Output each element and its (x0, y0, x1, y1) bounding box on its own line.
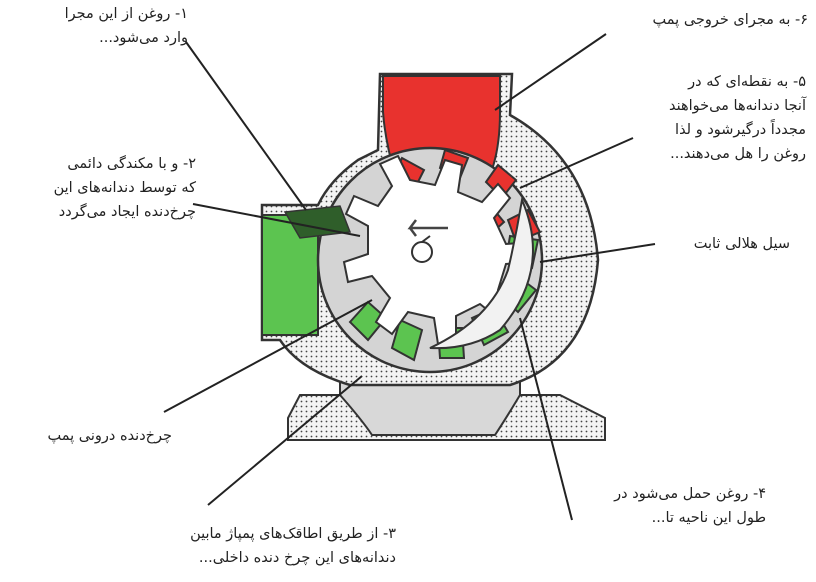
label-3-line-1: ۳- از طریق اطاقک‌های پمپاژ مابین (190, 526, 396, 542)
label-2-line-1: ۲- و با مکندگی دائمی (67, 156, 196, 172)
label-5-line-2: آنجا دندانه‌ها می‌خواهند (668, 98, 806, 114)
label-2-suction: ۲- و با مکندگی دائمی که توسط دندانه‌های … (8, 152, 196, 224)
label-1-inlet: ۱- روغن از این مجرا وارد می‌شود... (40, 2, 188, 50)
label-3-chambers: ۳- از طریق اطاقک‌های پمپاژ مابین دندانه‌… (130, 522, 396, 570)
crescent-seal-label: سیل هلالی ثابت (693, 236, 790, 252)
label-2-line-2: که توسط دندانه‌های این (53, 180, 196, 196)
label-4-line-2: طول این ناحیه تا... (651, 510, 766, 526)
label-4-carried: ۴- روغن حمل می‌شود در طول این ناحیه تا..… (580, 482, 766, 530)
shaft-key (421, 235, 431, 243)
label-5-mesh: ۵- به نقطه‌ای که در آنجا دندانه‌ها می‌خو… (610, 70, 806, 166)
shaft (411, 241, 433, 263)
label-2-line-3: چرخ‌دنده ایجاد می‌گردد (58, 204, 196, 220)
label-1-line-2: وارد می‌شود... (99, 30, 188, 46)
label-1-line-1: ۱- روغن از این مجرا (64, 6, 188, 22)
label-6-line-1: ۶- به مجرای خروجی پمپ (652, 12, 808, 28)
label-3-line-2: دندانه‌های این چرخ دنده داخلی... (198, 550, 396, 566)
leader-lines (163, 33, 656, 521)
crescent-seal (429, 196, 534, 350)
label-5-line-3: مجدداً درگیرشود و لذا (675, 122, 806, 138)
label-5-line-1: ۵- به نقطه‌ای که در (688, 74, 806, 90)
inner-gear-label: چرخ‌دنده درونی پمپ (47, 428, 172, 444)
label-5-line-4: روغن را هل می‌دهند... (670, 146, 806, 162)
label-4-line-1: ۴- روغن حمل می‌شود در (614, 486, 766, 502)
label-inner-gear: چرخ‌دنده درونی پمپ (0, 424, 172, 448)
label-crescent-seal: سیل هلالی ثابت (660, 232, 790, 256)
label-6-outlet: ۶- به مجرای خروجی پمپ (616, 8, 808, 32)
rotation-arrow-icon (407, 219, 448, 237)
